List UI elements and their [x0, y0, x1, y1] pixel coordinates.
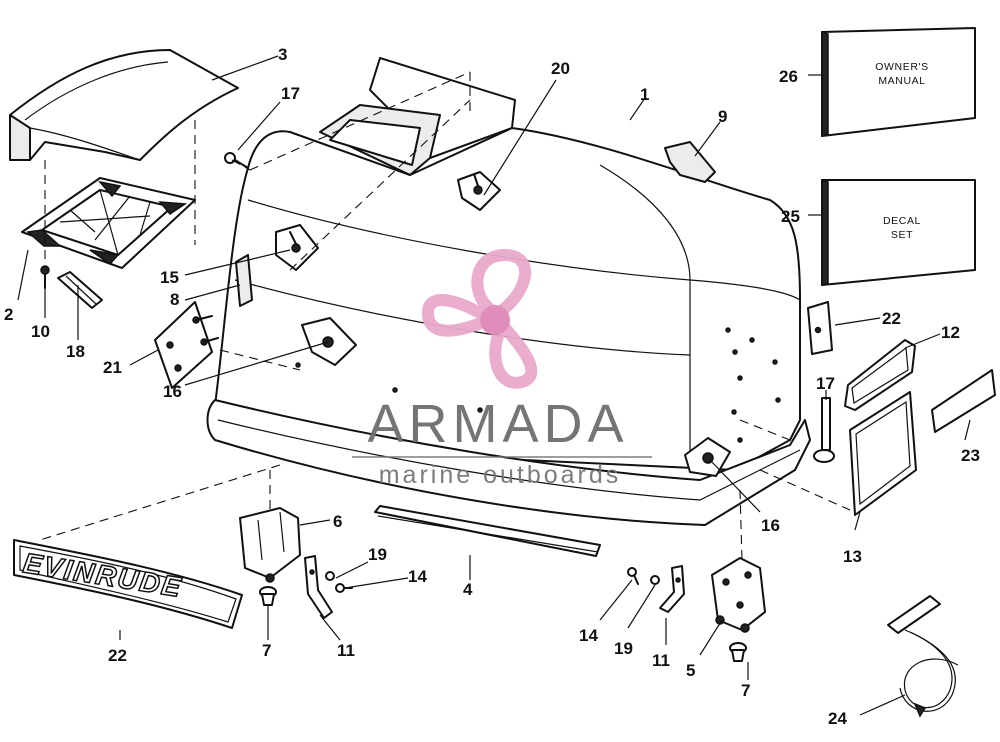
decal-label-line1: DECAL [883, 215, 921, 227]
box-owners-manual: OWNER'S MANUAL [821, 27, 976, 138]
callout-3: 3 [278, 45, 287, 64]
callout-7a: 7 [262, 641, 271, 660]
armada-watermark: ARMADA marine outboards [352, 248, 652, 489]
part-bracket-11a [304, 555, 333, 619]
callout-9: 9 [718, 107, 727, 126]
part-pin-17b [813, 397, 835, 463]
part-latch-5 [711, 557, 766, 633]
part-gasket-frame [21, 177, 196, 269]
part-bracket-11b [659, 565, 685, 613]
callout-14b: 14 [579, 626, 598, 645]
assembly-lines [39, 71, 851, 561]
callout-21: 21 [103, 358, 122, 377]
callout-13: 13 [843, 547, 862, 566]
part-window-13 [849, 391, 917, 516]
callout-8: 8 [170, 290, 179, 309]
part-seal-strip-4 [374, 505, 601, 557]
callout-1: 1 [640, 85, 649, 104]
part-bracket-21 [154, 301, 219, 389]
callout-25: 25 [781, 207, 800, 226]
callout-14a: 14 [408, 567, 427, 586]
callout-20: 20 [551, 59, 570, 78]
callout-12: 12 [941, 323, 960, 342]
manual-label-line1: OWNER'S [875, 61, 928, 73]
callout-17a: 17 [281, 84, 300, 103]
part-screw-14b [627, 567, 639, 585]
callout-19b: 19 [614, 639, 633, 658]
callout-16a: 16 [163, 382, 182, 401]
watermark-tagline: marine outboards [379, 461, 622, 489]
callout-16b: 16 [761, 516, 780, 535]
part-washer-19a [325, 571, 335, 581]
callout-7b: 7 [741, 681, 750, 700]
part-strip-18 [57, 271, 103, 309]
callout-26: 26 [779, 67, 798, 86]
propeller-logo [422, 248, 538, 389]
part-emblem-22: EVINRUDE [13, 539, 243, 629]
callout-23: 23 [961, 446, 980, 465]
emblem-text: EVINRUDE [21, 547, 185, 603]
part-grommet-20 [457, 171, 501, 211]
callout-22b: 22 [108, 646, 127, 665]
callout-numbers: 1 2 3 4 5 6 7 7 8 9 10 11 11 12 13 14 14… [4, 45, 980, 728]
callout-11b: 11 [652, 651, 670, 670]
box-decal-set: DECAL SET [821, 178, 976, 287]
callout-24: 24 [828, 709, 847, 728]
callout-19a: 19 [368, 545, 387, 564]
callout-2: 2 [4, 305, 13, 324]
decal-label-line2: SET [891, 229, 913, 241]
part-decal-23 [931, 369, 996, 433]
part-tab-22 [807, 301, 833, 355]
part-screw-14a [335, 583, 353, 593]
part-grommet-15 [275, 224, 319, 271]
part-top-cover [9, 49, 239, 161]
callout-17b: 17 [816, 374, 835, 393]
callout-18: 18 [66, 342, 85, 361]
manual-label-line2: MANUAL [878, 75, 925, 87]
part-latch-6 [239, 507, 301, 583]
leader-lines [17, 55, 971, 716]
part-washer-19b [650, 575, 660, 585]
callout-6: 6 [333, 512, 342, 531]
callout-22a: 22 [882, 309, 901, 328]
callout-10: 10 [31, 322, 50, 341]
part-grommet-7a [259, 586, 277, 606]
part-lanyard-24 [887, 595, 959, 718]
callout-4: 4 [463, 580, 473, 599]
callout-5: 5 [686, 661, 695, 680]
part-screw-10 [40, 265, 50, 289]
part-grommet-16b [684, 437, 731, 477]
part-window-12 [844, 339, 916, 411]
callout-15: 15 [160, 268, 179, 287]
callout-11a: 11 [337, 641, 355, 660]
watermark-brand: ARMADA [367, 394, 628, 454]
part-grommet-7b [729, 642, 747, 662]
part-screw-17a [224, 152, 249, 169]
